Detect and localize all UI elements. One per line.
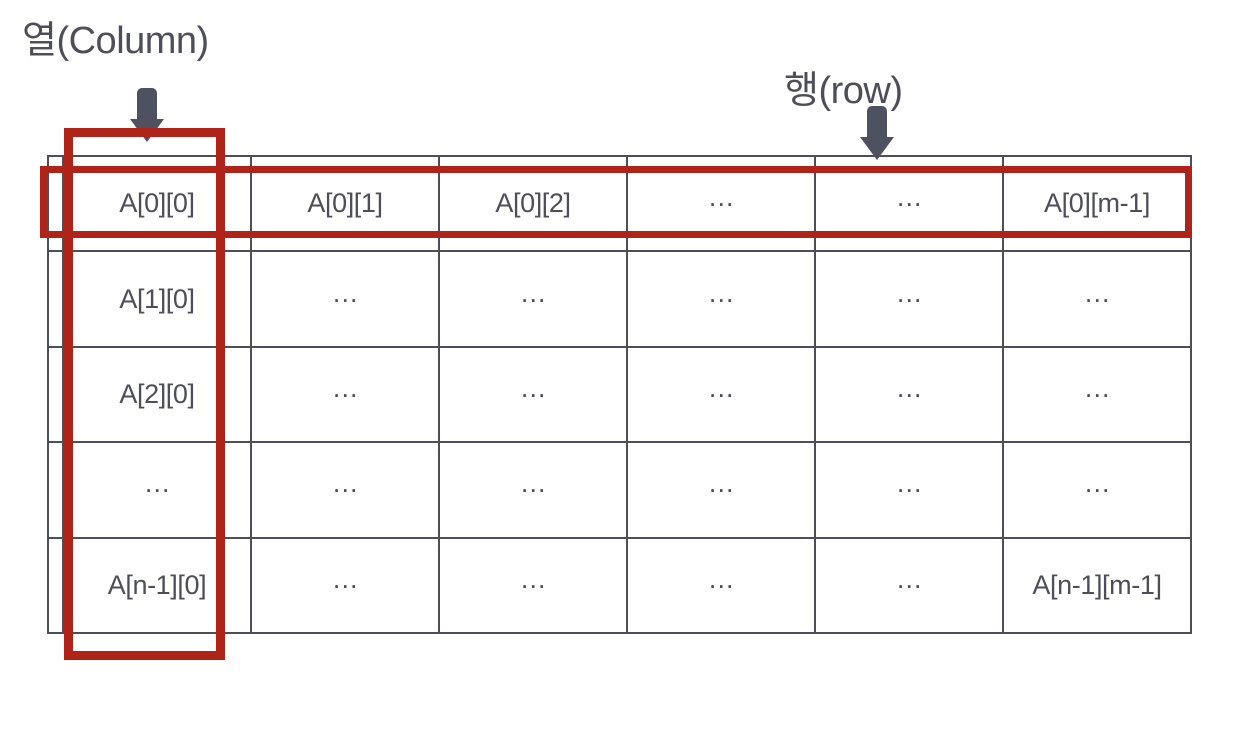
table-cell: ··· <box>250 250 440 348</box>
table-cell: ··· <box>438 441 628 539</box>
table-cell: ··· <box>814 536 1004 635</box>
table-cell: ··· <box>626 536 816 635</box>
table-row: A[1][0]··············· <box>47 250 1192 348</box>
down-arrow-icon <box>859 104 895 162</box>
table-cell: ··· <box>626 441 816 539</box>
table-cell: ··· <box>626 250 816 348</box>
table-cell: ··· <box>814 345 1004 444</box>
table-row: A[n-1][0]············A[n-1][m-1] <box>47 536 1192 635</box>
table-cell: ··· <box>626 154 816 253</box>
table-cell: A[0][m-1] <box>1002 154 1192 253</box>
table-row: A[0][0]A[0][1]A[0][2]······A[0][m-1] <box>47 154 1192 253</box>
table-cell: ··· <box>250 536 440 635</box>
table-cell: A[n-1][0] <box>62 536 252 635</box>
table-cell: A[2][0] <box>62 345 252 444</box>
table-cell: A[1][0] <box>62 250 252 348</box>
table-cell: ··· <box>1002 250 1192 348</box>
row-gutter-cell <box>47 154 64 253</box>
table-cell: ··· <box>438 250 628 348</box>
down-arrow-icon <box>129 86 165 144</box>
row-gutter-cell <box>47 536 64 635</box>
row-gutter-cell <box>47 345 64 444</box>
table-cell: ··· <box>1002 345 1192 444</box>
row-gutter-cell <box>47 250 64 348</box>
row-gutter-cell <box>47 441 64 539</box>
table-row: A[2][0]··············· <box>47 345 1192 444</box>
table-cell: ··· <box>250 441 440 539</box>
table-cell: ··· <box>62 441 252 539</box>
table-cell: ··· <box>814 154 1004 253</box>
table-cell: A[n-1][m-1] <box>1002 536 1192 635</box>
table-cell: ··· <box>250 345 440 444</box>
table-cell: ··· <box>814 441 1004 539</box>
column-annotation-label: 열(Column) <box>22 20 209 62</box>
table-cell: ··· <box>438 345 628 444</box>
table-cell: ··· <box>438 536 628 635</box>
table-cell: ··· <box>1002 441 1192 539</box>
table-cell: A[0][2] <box>438 154 628 253</box>
row-annotation-label: 행(row) <box>784 70 903 112</box>
matrix-table: A[0][0]A[0][1]A[0][2]······A[0][m-1]A[1]… <box>47 154 1192 635</box>
table-cell: ··· <box>626 345 816 444</box>
table-row: ·················· <box>47 441 1192 539</box>
table-cell: ··· <box>814 250 1004 348</box>
table-cell: A[0][0] <box>62 154 252 253</box>
table-cell: A[0][1] <box>250 154 440 253</box>
